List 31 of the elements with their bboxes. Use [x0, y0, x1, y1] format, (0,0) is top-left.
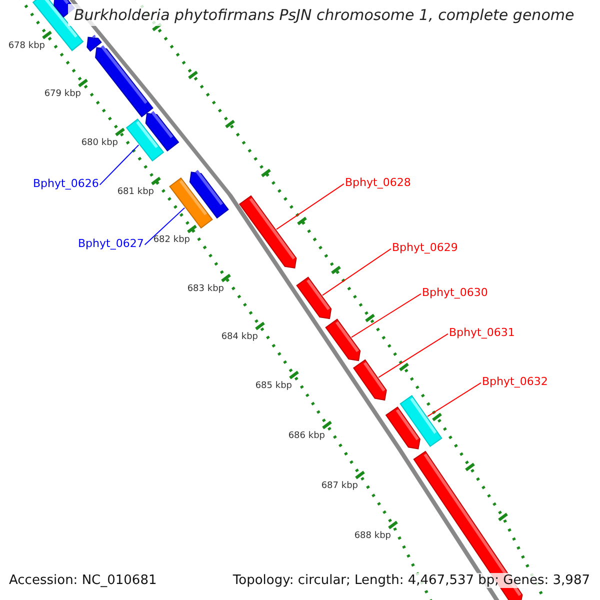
tick-label: 685 kbp	[255, 381, 292, 391]
leader-line	[276, 183, 344, 230]
gene-label: Bphyt_0628	[345, 176, 411, 189]
gene-label: Bphyt_0626	[33, 177, 99, 190]
leader-line	[322, 248, 392, 296]
gene-label: Bphyt_0631	[449, 326, 515, 339]
leader-line	[99, 144, 140, 186]
tick-label: 687 kbp	[321, 481, 358, 491]
tick-label: 684 kbp	[221, 332, 258, 342]
gene-label: Bphyt_0632	[482, 375, 548, 388]
tick-label: 681 kbp	[117, 187, 154, 197]
footer-text: Accession: NC_010681	[9, 573, 157, 588]
gene-label: Bphyt_0630	[422, 286, 488, 299]
gene-label: Bphyt_0627	[78, 237, 144, 250]
gene-bar	[126, 118, 164, 162]
tick-label: 688 kbp	[354, 531, 391, 541]
gene-bar	[400, 394, 442, 448]
tick-label: 686 kbp	[288, 431, 325, 441]
tick-label: 678 kbp	[8, 41, 45, 51]
gene-block	[238, 195, 297, 269]
gene-label: Bphyt_0629	[392, 241, 458, 254]
gene-block	[352, 359, 387, 401]
leader-line	[350, 293, 422, 338]
leader-line	[144, 207, 186, 246]
gene-bar	[169, 177, 213, 229]
footer-text: Topology: circular; Length: 4,467,537 bp; Genes: 3,987	[232, 573, 590, 588]
tick-label: 679 kbp	[44, 89, 81, 99]
leader-line	[427, 382, 482, 417]
leader-line	[378, 333, 448, 378]
gene-block	[296, 276, 332, 320]
gene-block	[325, 318, 361, 362]
